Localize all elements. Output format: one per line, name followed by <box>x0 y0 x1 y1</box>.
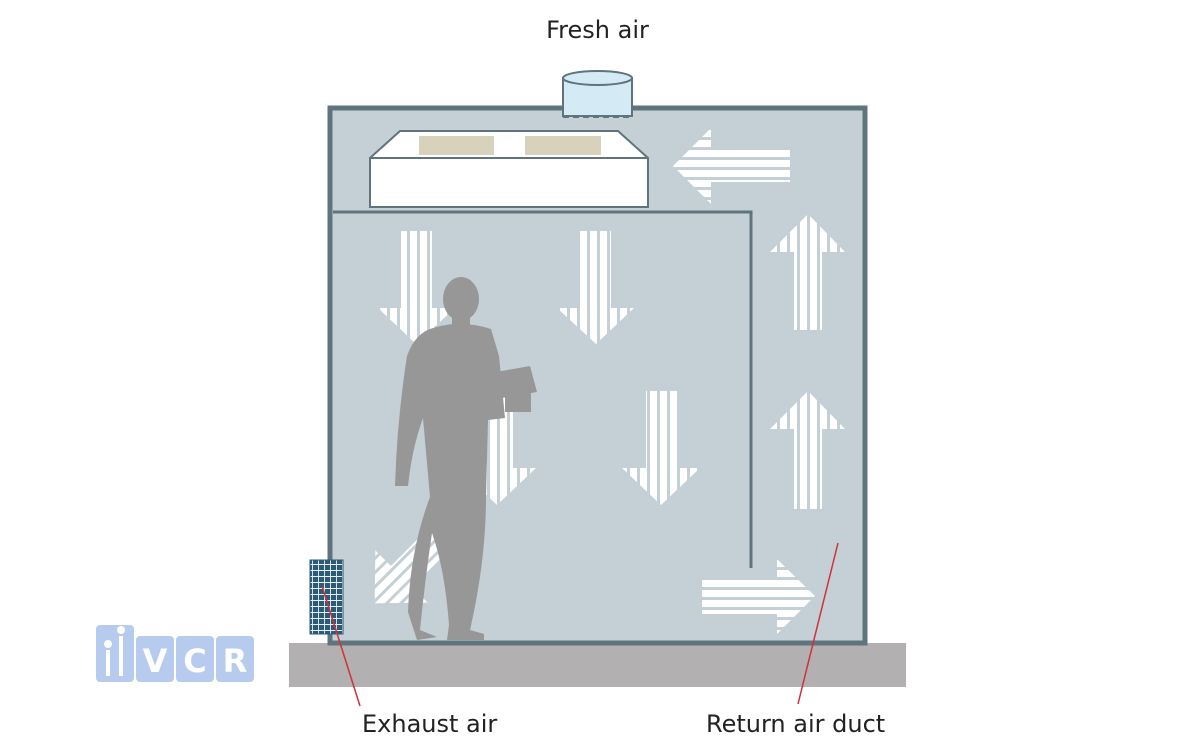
exhaust-air-label: Exhaust air <box>362 710 498 738</box>
ceiling-air-handler <box>369 130 649 208</box>
return-callout-line <box>797 542 839 705</box>
person-silhouette-icon <box>395 277 537 640</box>
return-air-duct-label: Return air duct <box>706 710 886 738</box>
exhaust-callout-line <box>321 585 361 707</box>
floor-slab <box>289 643 906 687</box>
svg-text:V: V <box>143 642 168 680</box>
vcr-logo: V C R <box>96 625 254 682</box>
fresh-air-label: Fresh air <box>546 16 649 44</box>
inner-chamber-wall <box>333 210 753 568</box>
arrow-down <box>557 231 634 344</box>
arrow-up <box>770 391 845 509</box>
svg-text:R: R <box>223 642 248 680</box>
arrow-left <box>673 128 790 204</box>
svg-text:C: C <box>183 642 206 680</box>
fresh-air-intake-icon <box>562 70 633 118</box>
filter-panel <box>525 136 601 155</box>
arrow-down <box>622 391 700 505</box>
arrow-down <box>378 231 455 344</box>
arrow-up <box>770 214 845 330</box>
exhaust-grille-icon <box>309 559 344 635</box>
arrow-right <box>702 559 815 634</box>
filter-panel <box>419 136 494 155</box>
